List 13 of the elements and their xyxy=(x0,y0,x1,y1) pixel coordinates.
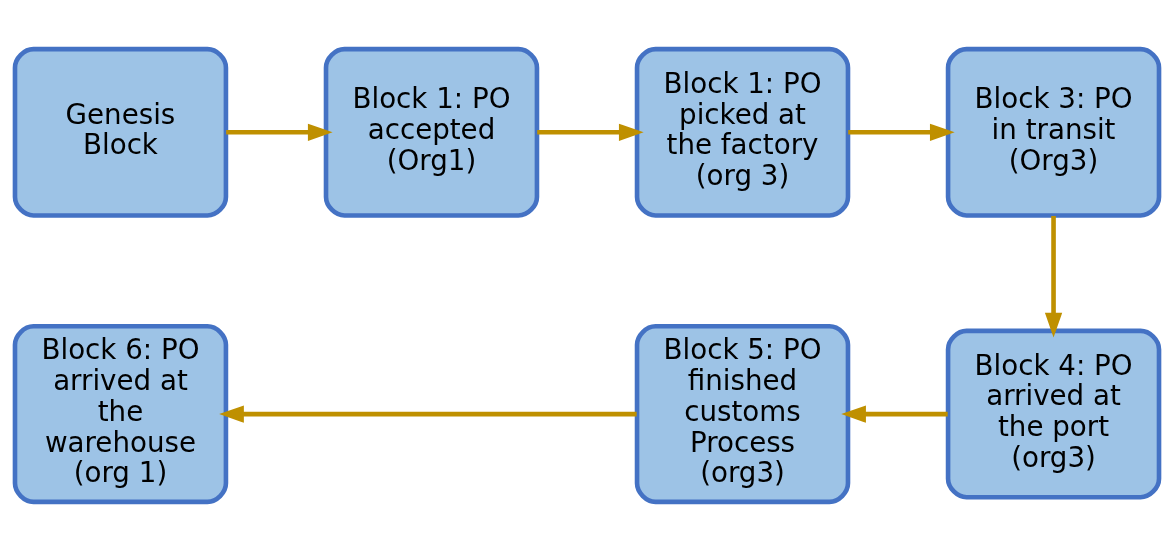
node-box: Block 6: PO arrived at the warehouse (org 1) xyxy=(12,324,229,505)
node-box: Block 1: PO accepted (Org1) xyxy=(323,46,540,218)
node-box: Block 5: PO finished customs Process (org3) xyxy=(634,324,851,505)
arrow xyxy=(848,123,955,141)
node-box: Block 4: PO arrived at the port (org3) xyxy=(945,328,1162,500)
arrow xyxy=(219,405,637,423)
arrow xyxy=(1044,215,1063,338)
node-box: Block 1: PO picked at the factory (org 3) xyxy=(634,46,851,218)
node-box: Block 3: PO in transit (Org3) xyxy=(945,46,1162,218)
arrow xyxy=(537,123,644,141)
arrow xyxy=(841,405,948,423)
arrow xyxy=(226,123,333,141)
node-box: Genesis Block xyxy=(12,46,229,218)
